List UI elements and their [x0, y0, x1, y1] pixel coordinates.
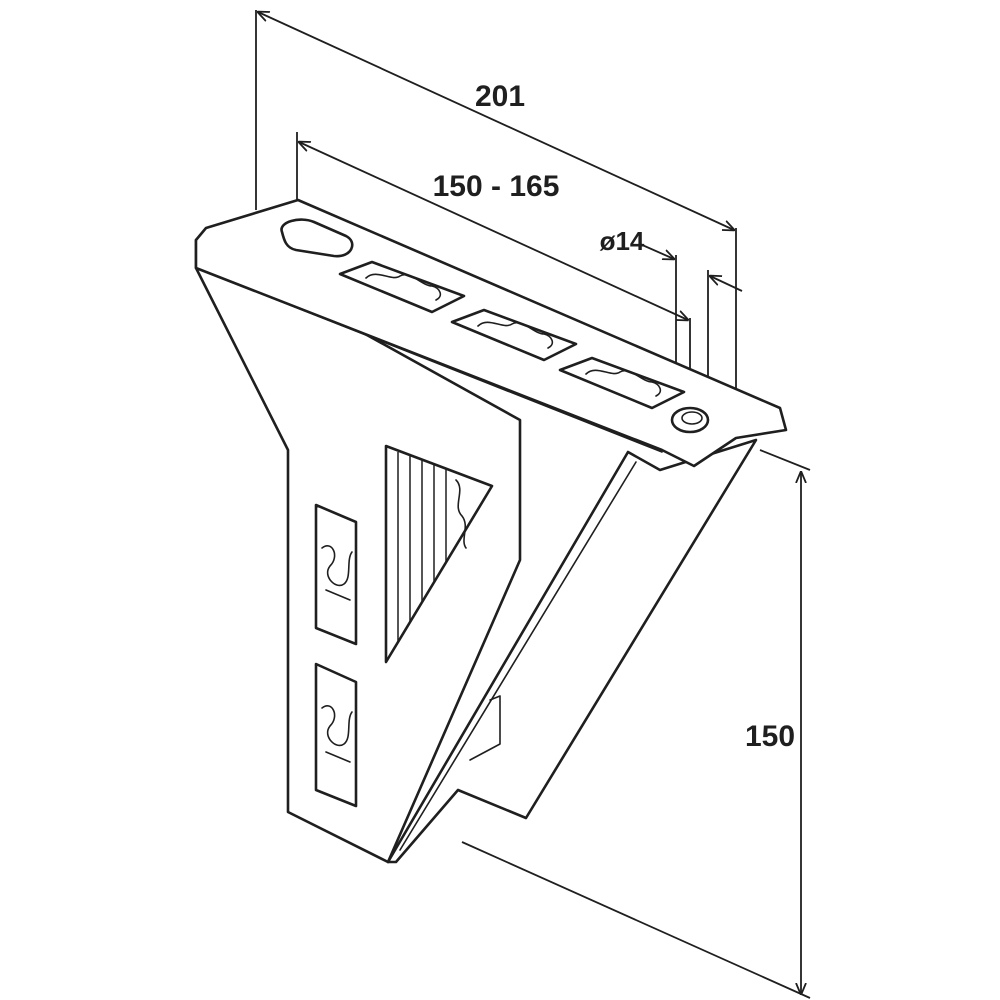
top-shelf — [194, 198, 788, 468]
inner-slot-edge — [455, 479, 467, 549]
slot-upper-edge — [325, 589, 351, 601]
leader-hole-right — [710, 276, 743, 292]
dimension-slot-range: 150 - 165 — [297, 132, 690, 400]
back-plate — [194, 238, 522, 864]
extension-line-top — [759, 449, 811, 471]
triangular-cutout-outline — [384, 444, 494, 664]
triangular-cutout — [384, 444, 494, 664]
shelf-slot-oval — [280, 218, 354, 258]
diagonal-brace — [386, 438, 758, 864]
brace-slot-shadow — [469, 695, 501, 761]
shelf-round-hole-inner — [681, 411, 703, 425]
extension-line-bottom — [461, 841, 811, 999]
dimension-label-150: 150 — [745, 720, 795, 753]
dimension-label-diameter: ø14 — [600, 226, 645, 256]
brace-inner-edge — [399, 461, 637, 851]
dimension-line-150-165 — [299, 142, 688, 320]
dimension-overall-width: 201 — [256, 10, 736, 432]
back-plate-slot-upper — [314, 503, 358, 646]
diagonal-brace-face — [386, 438, 758, 864]
back-plate-face — [194, 238, 522, 864]
slot-lower-detail — [321, 705, 353, 747]
shelf-slot-4-detail — [585, 369, 662, 397]
top-shelf-front-edge — [195, 267, 663, 453]
shelf-slot-2-detail — [365, 273, 442, 301]
shelf-slot-3-detail — [477, 321, 554, 349]
leader-hole-left — [639, 243, 674, 259]
dimension-label-150-165: 150 - 165 — [433, 170, 560, 203]
dimension-height: 150 — [461, 449, 811, 999]
slot-lower-edge — [325, 751, 351, 763]
slot-upper-detail — [321, 545, 353, 587]
back-plate-slot-lower — [314, 662, 358, 808]
dimension-label-201: 201 — [475, 80, 525, 113]
